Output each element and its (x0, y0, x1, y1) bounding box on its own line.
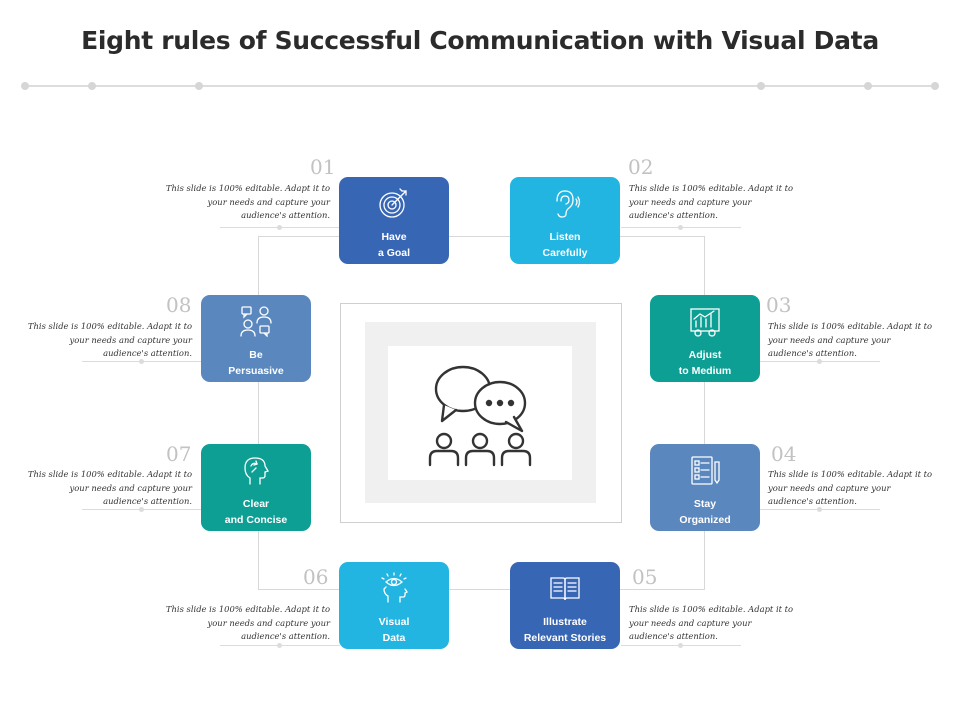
rule-number: 06 (303, 565, 329, 589)
rule-number: 04 (771, 442, 797, 466)
eye-head-icon (381, 572, 408, 603)
chart-gear-icon (690, 308, 720, 337)
rule-description: This slide is 100% editable. Adapt it to… (165, 604, 330, 641)
slide-title: Eight rules of Successful Communication … (81, 26, 879, 55)
underline-dot (277, 643, 282, 648)
underline-dot (139, 359, 144, 364)
rule-number: 02 (628, 155, 654, 179)
underline-dot (817, 507, 822, 512)
rule-description: This slide is 100% editable. Adapt it to… (768, 321, 933, 358)
rule-description: This slide is 100% editable. Adapt it to… (165, 183, 330, 220)
ear-icon (556, 190, 581, 218)
underline-dot (139, 507, 144, 512)
rule-number: 03 (766, 293, 792, 317)
rule-description: This slide is 100% editable. Adapt it to… (629, 183, 794, 220)
chat-group-icon (428, 365, 532, 467)
underline-dot (678, 225, 683, 230)
rule-description: This slide is 100% editable. Adapt it to… (27, 321, 192, 358)
rule-number: 01 (310, 155, 336, 179)
underline-dot (678, 643, 683, 648)
rule-description: This slide is 100% editable. Adapt it to… (768, 469, 933, 506)
rule-number: 08 (166, 293, 192, 317)
underline-dot (817, 359, 822, 364)
book-icon (550, 577, 580, 601)
target-icon (379, 188, 407, 218)
underline-dot (277, 225, 282, 230)
people-chat-icon (240, 306, 272, 337)
head-arrow-icon (244, 457, 269, 485)
connector-frame (258, 236, 705, 590)
rule-number: 05 (632, 565, 658, 589)
rule-number: 07 (166, 442, 192, 466)
rule-description: This slide is 100% editable. Adapt it to… (629, 604, 794, 641)
checklist-icon (691, 456, 720, 485)
rule-description: This slide is 100% editable. Adapt it to… (27, 469, 192, 506)
